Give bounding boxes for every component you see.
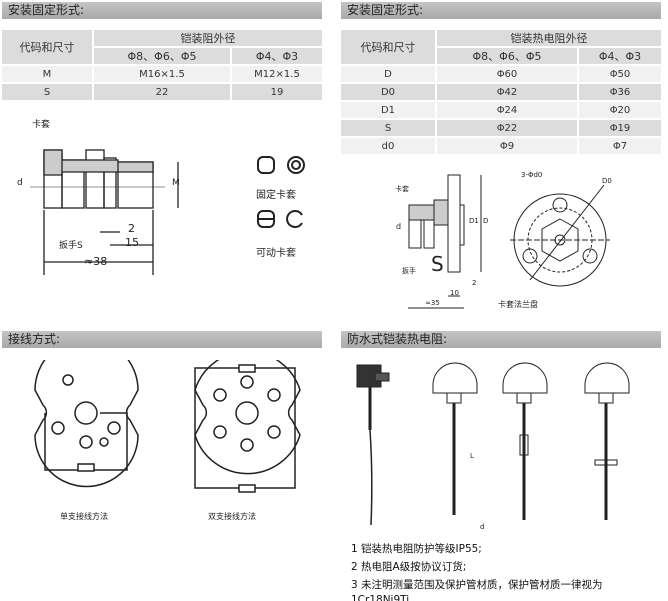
resistor-icon [77, 463, 95, 472]
cell: 22 [94, 84, 230, 100]
resistor-icon [238, 364, 256, 373]
cell: Φ9 [437, 138, 577, 154]
flange-d-label: d [396, 222, 402, 231]
diameter-label: d [480, 523, 485, 531]
rtd-photo [356, 364, 390, 526]
d0-label: D0 [602, 177, 612, 185]
holes-label: 3-Φd0 [521, 171, 543, 179]
cell: D1 [341, 102, 435, 118]
double-wiring-label: 双支接线方法 [208, 512, 256, 521]
section-header-installation-left: 安装固定形式: [2, 2, 322, 19]
ferrule-label: 卡套 [32, 120, 51, 130]
rtd-drawing-3 [584, 362, 630, 520]
cell: Φ50 [579, 66, 661, 82]
resistor-icon [238, 484, 256, 493]
s-label: S [431, 252, 444, 276]
rtd-drawing-1 [432, 362, 478, 515]
cell: Φ7 [579, 138, 661, 154]
cell: S [2, 84, 92, 100]
section-header-wiring: 接线方式: [2, 331, 322, 348]
movable-ferrule-end-icon [286, 210, 303, 228]
double-wiring-diagram [194, 360, 301, 493]
cell: D [341, 66, 435, 82]
group-header: 铠装阻外径 [94, 30, 322, 46]
waterproof-rtd-drawings [356, 362, 630, 526]
dim-38: ≈38 [84, 255, 108, 268]
note-3: 3 未注明测量范围及保护管材质，保护管材质一律视为1Cr18Ni9Ti。 [351, 579, 603, 601]
sub-header: Φ8、Φ6、Φ5 [94, 48, 230, 64]
col-header: 代码和尺寸 [341, 30, 435, 64]
cell: 19 [232, 84, 322, 100]
section-header-waterproof: 防水式铠装热电阻: [341, 331, 661, 348]
ferrule-icons [257, 156, 305, 228]
note-1: 1 铠装热电阻防护等级IP55; [351, 543, 482, 555]
dim-2: 2 [128, 222, 135, 235]
ferrule-fitting-drawing [30, 149, 179, 275]
flange-wrench-label: 扳手 [402, 267, 416, 275]
d1-label: D1 [469, 217, 479, 225]
cell: Φ19 [579, 120, 661, 136]
m-label: M [172, 178, 180, 188]
section-header-installation-right: 安装固定形式: [341, 2, 661, 19]
note-2: 2 热电阻A级按协议订货; [351, 561, 467, 573]
group-header: 铠装热电阻外径 [437, 30, 661, 46]
d-label: d [17, 178, 23, 188]
cell: Φ20 [579, 102, 661, 118]
sub-header: Φ4、Φ3 [579, 48, 661, 64]
cell: M16×1.5 [94, 66, 230, 82]
flange-dim-10: 10 [450, 289, 459, 297]
sub-header: Φ4、Φ3 [232, 48, 322, 64]
cell: M12×1.5 [232, 66, 322, 82]
rtd-drawing-2 [502, 362, 548, 520]
flange-ferrule-label: 卡套 [395, 185, 409, 193]
sub-header: Φ8、Φ6、Φ5 [437, 48, 577, 64]
cell: d0 [341, 138, 435, 154]
flange-dim-35: ≈35 [425, 299, 440, 307]
flange-caption: 卡套法兰盘 [498, 300, 538, 309]
fixed-ferrule-label: 固定卡套 [256, 190, 296, 201]
cell: D0 [341, 84, 435, 100]
cell: Φ22 [437, 120, 577, 136]
wrench-label: 扳手S [59, 241, 83, 251]
movable-ferrule-label: 可动卡套 [256, 248, 296, 259]
length-label: L [470, 452, 474, 460]
flange-dim-2: 2 [472, 279, 477, 287]
wiring-diagrams [34, 360, 301, 493]
D-label: D [483, 217, 489, 225]
single-wiring-diagram [34, 360, 139, 488]
flange-drawing [408, 174, 610, 309]
fixed-ferrule-end-icon [287, 156, 305, 174]
cell: Φ36 [579, 84, 661, 100]
single-wiring-label: 单支接线方法 [60, 512, 108, 521]
fixed-ferrule-side-icon [257, 156, 275, 174]
cell: Φ60 [437, 66, 577, 82]
cell: S [341, 120, 435, 136]
cell: M [2, 66, 92, 82]
cell: Φ24 [437, 102, 577, 118]
dim-15: 15 [125, 236, 139, 249]
cell: Φ42 [437, 84, 577, 100]
col-header: 代码和尺寸 [2, 30, 92, 64]
